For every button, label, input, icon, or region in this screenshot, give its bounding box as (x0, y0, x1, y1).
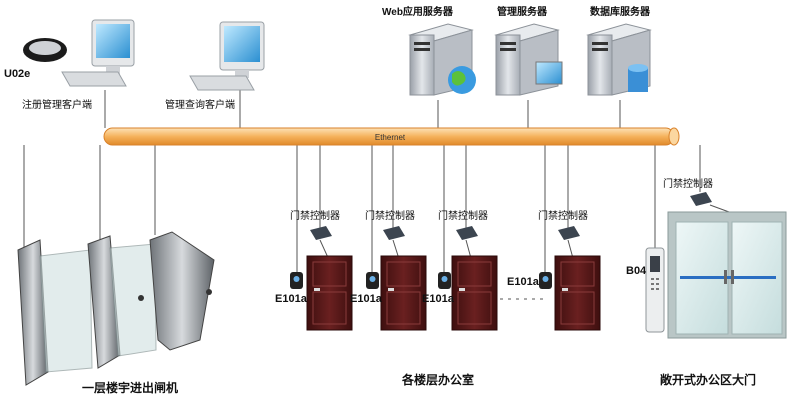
office-controller-label-4: 门禁控制器 (538, 211, 588, 222)
reader-u02e-label: U02e (4, 68, 31, 80)
database-server-icon (586, 23, 652, 96)
ethernet-bus: Ethernet (103, 127, 680, 146)
register-client-computer-icon (61, 19, 135, 87)
register-client-label: 注册管理客户端 (22, 100, 92, 111)
reader-e101a-icons (290, 272, 552, 289)
office-reader-label-3: E101a (422, 293, 454, 305)
ethernet-label: Ethernet (375, 133, 406, 142)
lobby-caption: 敞开式办公区大门 (660, 373, 757, 387)
lobby-reader-label: B04 (626, 265, 647, 277)
office-door-icon (380, 255, 427, 331)
office-controller-label-3: 门禁控制器 (438, 211, 488, 222)
office-door-icon (306, 255, 353, 331)
offices-caption: 各楼层办公室 (402, 373, 475, 387)
office-controller-label-2: 门禁控制器 (365, 211, 415, 222)
access-controller-icons (310, 192, 712, 240)
lobby-glass-door-icon (667, 211, 787, 339)
office-reader-label-1: E101a (275, 293, 307, 305)
office-door-icon (451, 255, 498, 331)
query-client-computer-icon (189, 21, 265, 91)
office-reader-label-4: E101a (507, 276, 539, 288)
office-door-icon (554, 255, 601, 331)
gates-caption: 一层楼宇进出闸机 (82, 381, 179, 395)
lobby-controller-label: 门禁控制器 (663, 179, 713, 190)
reader-b04-icon (645, 247, 665, 333)
card-reader-u02e-icon (23, 38, 67, 62)
office-reader-label-2: E101a (350, 293, 382, 305)
office-controller-label-1: 门禁控制器 (290, 211, 340, 222)
query-client-label: 管理查询客户端 (165, 100, 235, 111)
turnstile-gates-icon (17, 231, 215, 386)
management-server-icon (494, 23, 563, 96)
web-server-icon (408, 23, 476, 96)
connection-lines (23, 90, 741, 272)
management-server-label: 管理服务器 (497, 7, 547, 18)
web-server-label: Web应用服务器 (382, 7, 453, 18)
database-server-label: 数据库服务器 (590, 7, 650, 18)
office-doors (306, 255, 601, 331)
